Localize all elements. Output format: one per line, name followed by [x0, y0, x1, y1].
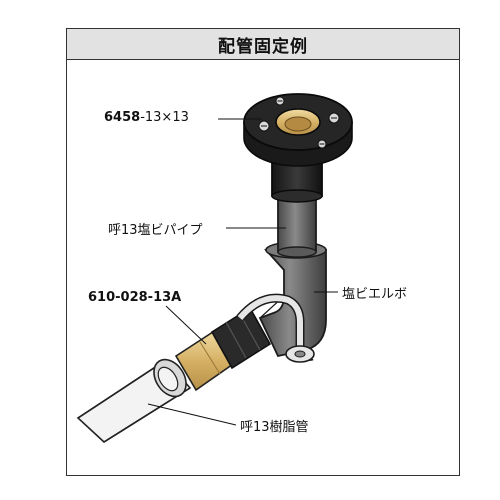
leader-lines — [147, 118, 338, 426]
screw-icon — [275, 96, 285, 106]
label-flange-part: 6458-13×13 — [104, 110, 189, 125]
label-adapter-part: 610-028-13A — [88, 290, 182, 305]
label-pvc-pipe: 呼13塩ビパイプ — [108, 223, 203, 238]
screw-icon — [317, 139, 327, 149]
wall-flange — [243, 93, 353, 167]
diagram-title: 配管固定例 — [218, 36, 308, 57]
title-bar: 配管固定例 — [67, 29, 459, 60]
label-pvc-elbow: 塩ビエルボ — [342, 287, 408, 302]
adapter-ring — [153, 358, 187, 398]
screw-icon — [258, 120, 270, 132]
label-resin-pipe: 呼13樹脂管 — [240, 420, 309, 435]
screw-icon — [328, 112, 340, 124]
pipe-clamp — [236, 293, 315, 363]
